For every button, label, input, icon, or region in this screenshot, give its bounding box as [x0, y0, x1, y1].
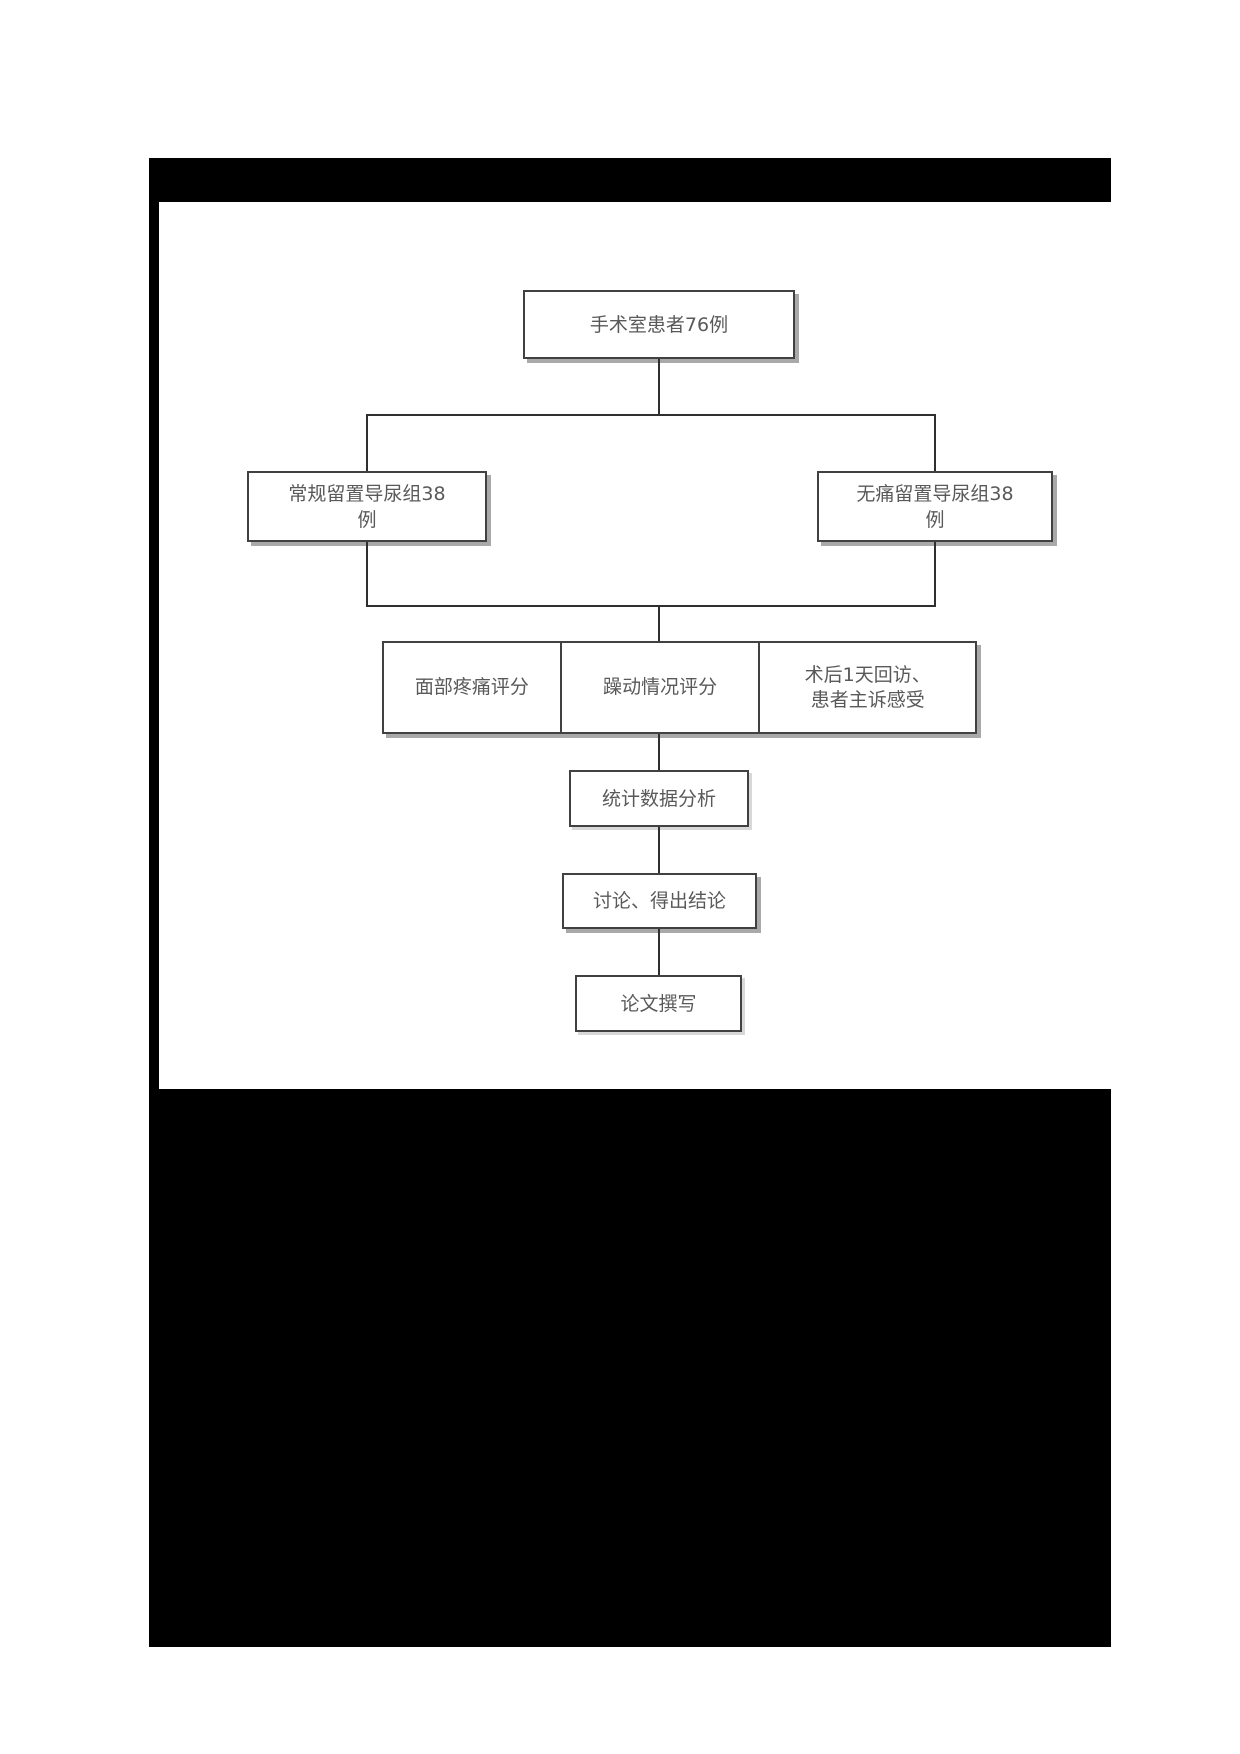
connector-merge-down: [658, 605, 660, 643]
flowchart-canvas: 手术室患者76例 常规留置导尿组38 例 无痛留置导尿组38 例 面部疼痛评分 …: [159, 202, 1111, 1089]
connector-row-to-statistics: [658, 734, 660, 772]
connector-top-down: [658, 359, 660, 416]
node-paper-writing: 论文撰写: [575, 975, 742, 1032]
connector-split-left-drop: [366, 414, 368, 471]
connector-split-horizontal: [366, 414, 936, 416]
node-agitation-score-label: 躁动情况评分: [603, 676, 718, 698]
node-routine-group-line1: 常规留置导尿组38: [288, 482, 446, 505]
node-paper-writing-label: 论文撰写: [620, 992, 697, 1015]
node-facial-pain-score-label: 面部疼痛评分: [414, 676, 529, 698]
node-discussion-conclusion-label: 讨论、得出结论: [592, 890, 726, 912]
connector-merge-horizontal: [366, 605, 936, 607]
connector-right-merge-drop: [934, 542, 936, 607]
connector-split-right-drop: [934, 414, 936, 471]
node-routine-group: 常规留置导尿组38 例: [247, 471, 487, 542]
node-statistical-analysis: 统计数据分析: [569, 770, 749, 827]
node-painless-group: 无痛留置导尿组38 例: [817, 471, 1053, 542]
node-painless-group-line1: 无痛留置导尿组38: [856, 482, 1014, 505]
node-facial-pain-score: 面部疼痛评分: [384, 643, 560, 732]
node-statistical-analysis-label: 统计数据分析: [601, 787, 716, 810]
connector-left-merge-drop: [366, 542, 368, 607]
connector-discussion-to-writing: [658, 929, 660, 977]
node-assessment-row: 面部疼痛评分 躁动情况评分 术后1天回访、 患者主诉感受: [382, 641, 977, 734]
node-followup-line2: 患者主诉感受: [810, 688, 925, 711]
node-patients-total-label: 手术室患者76例: [589, 313, 729, 336]
node-patients-total: 手术室患者76例: [523, 290, 795, 359]
node-routine-group-line2: 例: [357, 508, 377, 531]
node-followup-feedback: 术后1天回访、 患者主诉感受: [758, 643, 975, 732]
connector-statistics-to-discussion: [658, 827, 660, 875]
node-agitation-score: 躁动情况评分: [559, 643, 759, 732]
node-discussion-conclusion: 讨论、得出结论: [562, 873, 757, 929]
node-painless-group-line2: 例: [925, 508, 945, 531]
node-followup-line1: 术后1天回访、: [804, 663, 931, 686]
